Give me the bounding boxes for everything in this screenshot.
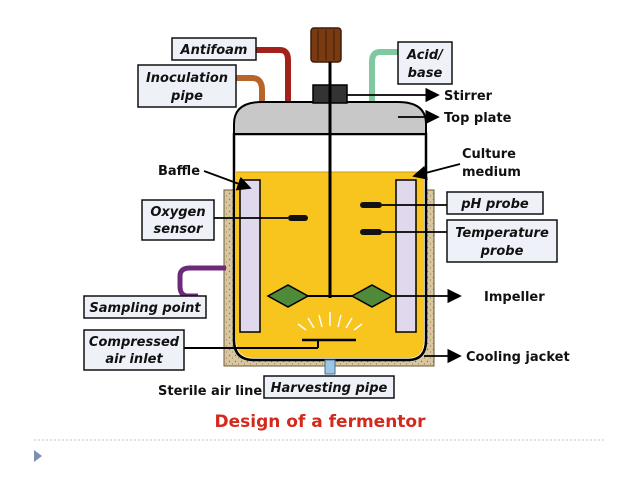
inoculation-label: Inoculation (146, 71, 228, 86)
compressed-air-label-box (83, 329, 185, 371)
antifoam-pipe (256, 47, 291, 105)
temperature-probe-label: probe (480, 244, 524, 259)
stirrer-label: Stirrer (444, 89, 493, 104)
ph-probe-label: pH probe (460, 197, 529, 212)
acid-base-label: Acid/ (406, 48, 444, 63)
inoculation-label-box (137, 64, 237, 108)
harvesting-pipe (324, 359, 336, 375)
compressed-air-label: air inlet (105, 352, 163, 367)
oxygen-sensor (288, 215, 308, 221)
temperature-probe (360, 229, 382, 235)
inoculation-pipe (236, 75, 265, 108)
baffle-label: Baffle (158, 164, 200, 179)
oxygen-sensor-label: sensor (154, 222, 204, 237)
acid-base-label-box (397, 41, 453, 85)
sampling-point-label-box (83, 295, 207, 319)
sampling-point-label: Sampling point (89, 301, 201, 316)
antifoam-label: Antifoam (180, 43, 248, 58)
ph-probe-label-box (446, 191, 544, 215)
temperature-probe-label-box (446, 219, 558, 263)
impeller-label: Impeller (484, 290, 545, 305)
compressed-air-label: Compressed (89, 335, 180, 350)
antifoam-label-box (171, 37, 257, 61)
oxygen-sensor-label: Oxygen (150, 205, 205, 220)
acid-base-pipe (369, 49, 398, 108)
culture-medium-arrow (412, 163, 461, 180)
culture-medium-label: medium (462, 165, 521, 180)
culture-medium-label: Culture (462, 147, 516, 162)
ph-probe (360, 202, 382, 208)
oxygen-sensor-label-box (141, 199, 215, 241)
harvesting-pipe-label-box (263, 375, 395, 399)
diagram-title: Design of a fermentor (214, 412, 426, 432)
acid-base-label: base (408, 66, 443, 81)
temperature-probe-label: Temperature (455, 226, 549, 241)
harvesting-pipe-label: Harvesting pipe (271, 381, 388, 396)
baffle-left (239, 179, 261, 333)
sterile-air-line-label: Sterile air line (158, 384, 262, 399)
inoculation-label: pipe (170, 89, 203, 104)
sampling-pipe (177, 265, 226, 299)
air-bubbles (297, 312, 363, 331)
baffle-right (395, 179, 417, 333)
cooling-jacket-label: Cooling jacket (466, 350, 570, 365)
top-plate-label: Top plate (444, 111, 512, 126)
slide-bullet-icon (34, 450, 42, 462)
baffle-arrow (203, 170, 252, 191)
